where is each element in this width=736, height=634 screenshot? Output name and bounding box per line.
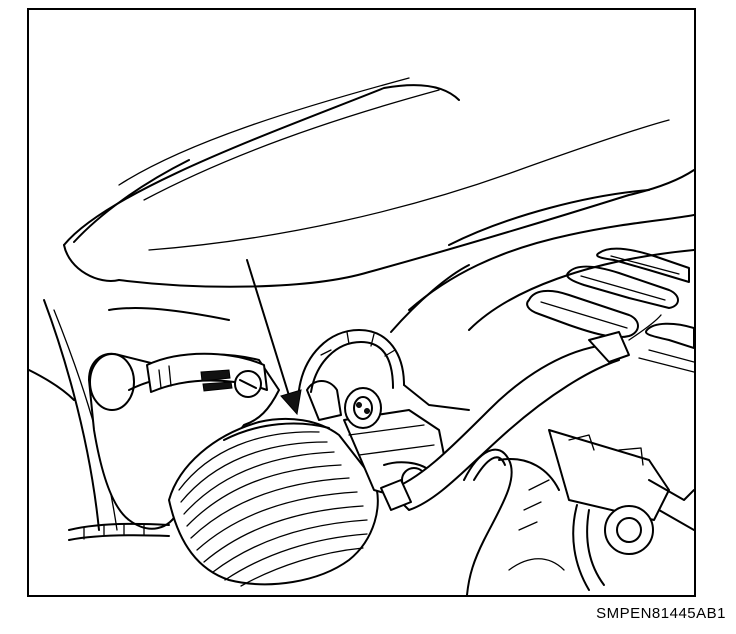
lower-components xyxy=(463,429,694,595)
pulley xyxy=(604,505,654,555)
fender xyxy=(29,299,230,531)
wiring-harness xyxy=(298,329,470,411)
engine-bay-illustration xyxy=(29,77,694,595)
sensor-connector xyxy=(306,380,382,429)
arrowhead-icon xyxy=(280,389,302,416)
duct-opening xyxy=(89,353,135,411)
callout-arrow xyxy=(246,259,302,416)
hose-clamp-right xyxy=(588,331,630,363)
vacuum-hose xyxy=(380,314,662,511)
air-intake-duct xyxy=(88,352,280,530)
illustration-frame xyxy=(27,8,696,597)
corrugated-intake-tube xyxy=(168,417,379,587)
figure-code: SMPEN81445AB1 xyxy=(596,605,726,622)
engine-cover xyxy=(63,77,694,333)
left-harness xyxy=(68,522,170,541)
cover-vents xyxy=(526,247,694,373)
